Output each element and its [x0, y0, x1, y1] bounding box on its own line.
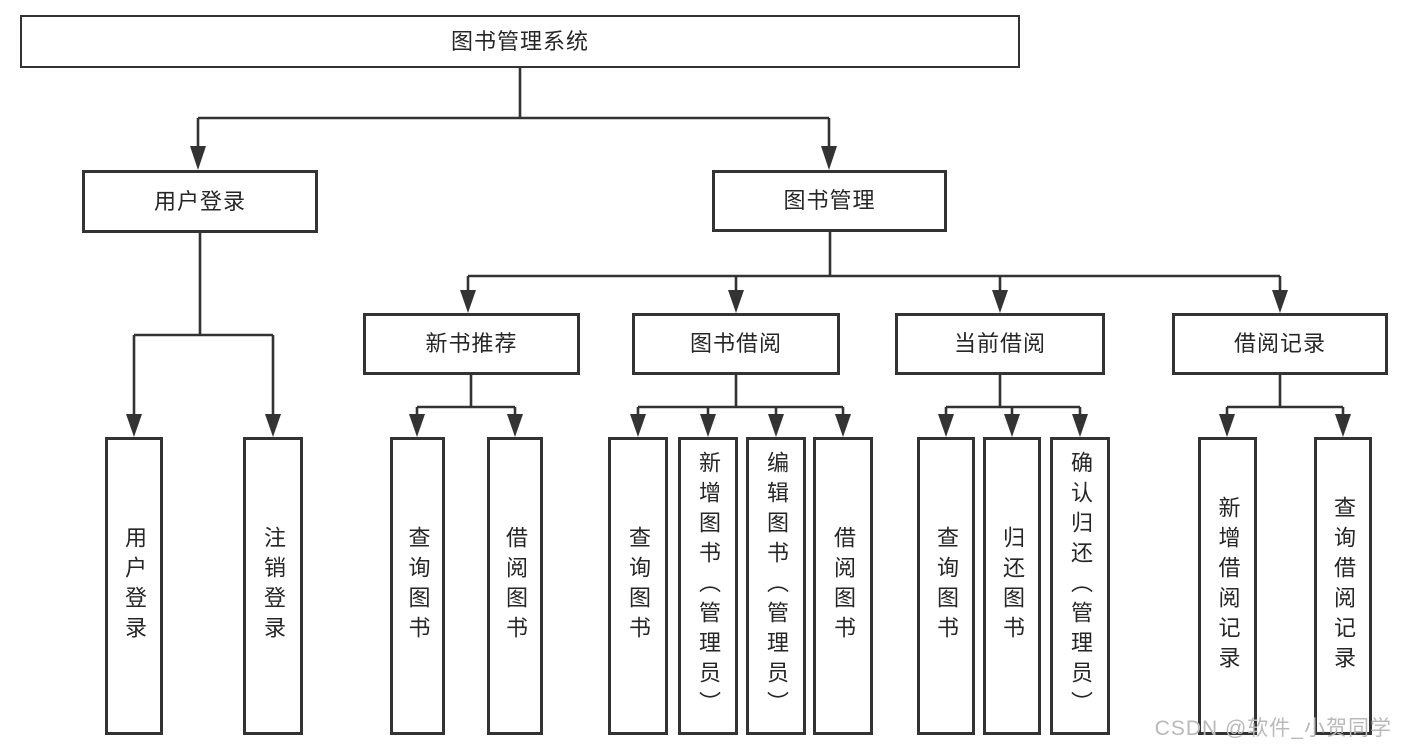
leaf-nbr-query-books: 查询图书 — [390, 437, 445, 735]
leaf-nbr-borrow-books: 借阅图书 — [487, 437, 543, 735]
leaf-bb-edit-books-admin-label: 编辑图书（管理员） — [764, 451, 789, 721]
leaf-cb-return-books-label: 归还图书 — [1000, 526, 1025, 646]
leaf-bb-edit-books-admin: 编辑图书（管理员） — [746, 437, 806, 735]
arrowheads — [126, 146, 1351, 437]
leaf-br-query-record-label: 查询借阅记录 — [1331, 496, 1356, 676]
watermark: CSDN @软件_小贺同学 — [1154, 717, 1392, 740]
node-borrowing-records-label: 借阅记录 — [1233, 331, 1326, 356]
leaf-bb-add-books-admin-label: 新增图书（管理员） — [696, 451, 721, 721]
leaf-bb-add-books-admin: 新增图书（管理员） — [678, 437, 738, 735]
leaf-nbr-borrow-books-label: 借阅图书 — [503, 526, 528, 646]
node-user-login-label: 用户登录 — [153, 188, 246, 214]
leaf-br-query-record: 查询借阅记录 — [1314, 437, 1372, 735]
leaf-bb-borrow-books: 借阅图书 — [813, 437, 873, 735]
leaf-nbr-query-books-label: 查询图书 — [405, 526, 431, 646]
node-user-login: 用户登录 — [82, 170, 318, 233]
leaf-bb-borrow-books-label: 借阅图书 — [831, 526, 856, 646]
leaf-logout: 注销登录 — [243, 437, 303, 735]
node-book-management: 图书管理 — [712, 170, 947, 232]
node-root: 图书管理系统 — [20, 15, 1020, 68]
node-book-borrowing-label: 图书借阅 — [689, 331, 782, 356]
leaf-cb-query-books-label: 查询图书 — [934, 526, 959, 646]
node-book-borrowing: 图书借阅 — [632, 313, 840, 375]
leaf-cb-return-books: 归还图书 — [983, 437, 1041, 735]
leaf-user-login-label: 用户登录 — [122, 526, 147, 646]
leaf-cb-confirm-return-admin: 确认归还（管理员） — [1050, 437, 1110, 735]
leaf-br-add-record-label: 新增借阅记录 — [1215, 496, 1241, 676]
leaf-user-login: 用户登录 — [105, 437, 163, 735]
node-borrowing-records: 借阅记录 — [1172, 313, 1388, 375]
leaf-bb-query-books-label: 查询图书 — [626, 526, 651, 646]
leaf-br-add-record: 新增借阅记录 — [1198, 437, 1257, 735]
node-new-book-recommend-label: 新书推荐 — [425, 331, 518, 356]
node-current-borrowing-label: 当前借阅 — [953, 331, 1046, 356]
node-current-borrowing: 当前借阅 — [895, 313, 1105, 375]
leaf-cb-query-books: 查询图书 — [917, 437, 975, 735]
leaf-cb-confirm-return-admin-label: 确认归还（管理员） — [1068, 451, 1093, 721]
leaf-logout-label: 注销登录 — [261, 526, 286, 646]
node-root-label: 图书管理系统 — [450, 28, 589, 54]
leaf-bb-query-books: 查询图书 — [608, 437, 668, 735]
node-book-management-label: 图书管理 — [783, 188, 876, 213]
node-new-book-recommend: 新书推荐 — [363, 313, 580, 375]
